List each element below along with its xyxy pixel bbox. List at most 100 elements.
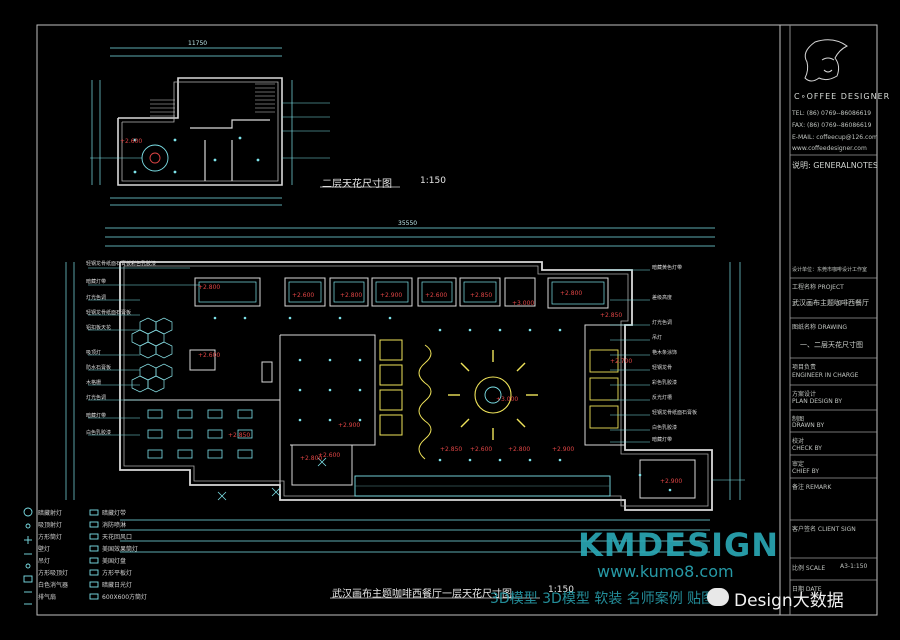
level-tag: +2.800 <box>340 292 363 299</box>
lower-plan-title: 武汉画布主题咖啡西餐厅一层天花尺寸图 <box>332 589 512 600</box>
chief-label: 审定 <box>792 461 805 468</box>
web-text: www.coffeedesigner.com <box>792 145 867 152</box>
annotation-left: 防水石膏板 <box>86 365 112 371</box>
annotation-left: 白色乳胶漆 <box>86 430 112 436</box>
level-tag: +2.600 <box>292 292 315 299</box>
legend-item: 暗藏射灯 <box>38 510 63 517</box>
level-tag: +2.800 <box>560 290 583 297</box>
legend-item: 暗藏灯带 <box>102 510 127 517</box>
watermark-account: Design大数据 <box>734 591 844 611</box>
fax-text: FAX: (86) 0769--86086619 <box>792 122 872 129</box>
legend-item: 消防喷淋 <box>102 522 127 529</box>
chief-en: CHIEF BY <box>792 468 820 475</box>
drawn-label: 制图 <box>792 416 805 423</box>
legend-item: 吊灯 <box>38 558 51 565</box>
logo-text: C∘OFFEE DESIGNER <box>794 92 891 101</box>
level-tag: +2.900 <box>338 422 361 429</box>
level-tag: +2.700 <box>610 358 633 365</box>
annotation-left: 轻钢龙骨纸面石膏板彩色乳胶漆 <box>86 261 157 267</box>
wechat-icon <box>707 588 729 606</box>
legend-item: 美国效果筒灯 <box>102 546 139 553</box>
upper-plan-scale: 1:150 <box>420 176 446 186</box>
project-label: 工程名称 PROJECT <box>792 284 844 291</box>
legend-item: 方形吸顶灯 <box>38 570 69 577</box>
legend-item: 方形筒灯 <box>38 534 63 541</box>
level-tag: +2.600 <box>425 292 448 299</box>
annotation-left: 暗藏灯带 <box>86 279 107 285</box>
watermark-brand: KMDESIGN <box>578 526 780 564</box>
date-label: 日期 DATE <box>792 586 822 593</box>
lower-plan-scale: 1:150 <box>548 585 574 595</box>
level-tag: +2.850 <box>600 312 623 319</box>
annotation-right: 轻钢龙骨纸面石膏板 <box>652 410 698 416</box>
legend-item: 吸顶射灯 <box>38 522 63 529</box>
legend-item: 天花回风口 <box>102 534 133 541</box>
annotation-right: 艳木条涂饰 <box>652 350 678 356</box>
annotation-left: 灯光色调 <box>86 395 107 401</box>
engineer-label: 项目负责 <box>792 364 817 371</box>
plan-label: 方案设计 <box>792 391 817 398</box>
annotation-right: 灯光色调 <box>652 320 673 326</box>
check-en: CHECK BY <box>792 445 822 452</box>
engineer-en: ENGINEER IN CHARGE <box>792 372 859 379</box>
level-tag: +2.900 <box>660 478 683 485</box>
watermark-slogan: 3D模型 3D模型 软装 名师案例 贴图 <box>490 591 716 607</box>
legend-symbols <box>23 507 99 605</box>
project-value: 武汉画布主题咖啡西餐厅 <box>792 299 869 307</box>
logo-figure <box>804 39 848 82</box>
upper-feature-ceiling <box>141 144 169 172</box>
legend-item: 壁灯 <box>38 546 51 553</box>
sheet-border <box>36 24 878 616</box>
annotation-right: 暗藏黄色灯带 <box>652 265 683 271</box>
level-tag: +2.600 <box>318 452 341 459</box>
level-tag: +2.900 <box>552 446 575 453</box>
remark-label: 备注 REMARK <box>792 484 832 491</box>
annotation-right: 差级高度 <box>652 295 673 301</box>
central-circular-ceiling <box>448 350 538 440</box>
legend-item: 白色消气器 <box>38 582 69 589</box>
annotation-left: 木格栅 <box>86 380 102 386</box>
upper-floor-plan <box>90 47 330 206</box>
annotation-right: 反光灯槽 <box>652 395 673 401</box>
scale-label: 比例 SCALE <box>792 565 826 572</box>
annotation-right: 轻钢龙骨 <box>652 365 673 371</box>
client-label: 客户签名 CLIENT SIGN <box>792 526 856 533</box>
level-tag: +2.800 <box>300 455 323 462</box>
scale-value: A3-1:150 <box>840 563 868 570</box>
notes-sub: 设计单位：东莞市咖啡设计工作室 <box>792 267 868 273</box>
drawn-en: DRAWN BY <box>792 422 825 429</box>
email-text: E-MAIL: coffeecup@126.com <box>792 134 878 141</box>
upper-plan-title: 二层天花尺寸图 <box>322 179 392 190</box>
annotation-left: 铝扣板天花 <box>86 325 112 331</box>
level-tag: +2.850 <box>228 432 251 439</box>
annotation-left: 暗藏灯带 <box>86 413 107 419</box>
annotation-right: 彩色乳胶漆 <box>652 380 678 386</box>
check-label: 校对 <box>792 438 805 445</box>
level-tag: +2.800 <box>198 284 221 291</box>
annotation-left: 灯光色调 <box>86 295 107 301</box>
plan-en: PLAN DESIGN BY <box>792 398 843 405</box>
watermark-url: www.kumo8.com <box>597 562 734 581</box>
annotation-right: 白色乳胶漆 <box>652 425 678 431</box>
legend-item: 美国灯盘 <box>102 558 127 565</box>
drawing-value: 一、二层天花尺寸图 <box>800 341 863 349</box>
legend-item: 600X600方筒灯 <box>102 594 148 601</box>
level-tag: +3.000 <box>496 396 519 403</box>
level-tag: +2.850 <box>470 292 493 299</box>
level-tag: +2.850 <box>440 446 463 453</box>
drawing-label: 图纸名称 DRAWING <box>792 324 848 331</box>
notes-heading: 说明: GENERALNOTES <box>792 161 878 170</box>
legend-item: 暗藏日光灯 <box>102 582 133 589</box>
level-tag: +2.800 <box>508 446 531 453</box>
tel-text: TEL: (86) 0769--86086619 <box>792 110 872 117</box>
legend-item: 排气扇 <box>38 594 57 601</box>
annotation-right: 吊灯 <box>652 335 663 341</box>
legend-item: 方形平板灯 <box>102 570 133 577</box>
annotation-left: 吸顶灯 <box>86 350 102 356</box>
level-tag: +2.600 <box>470 446 493 453</box>
annotation-left: 轻钢龙骨纸面石膏板 <box>86 310 132 316</box>
level-tag: +2.600 <box>198 352 221 359</box>
lower-floor-plan <box>65 186 745 599</box>
